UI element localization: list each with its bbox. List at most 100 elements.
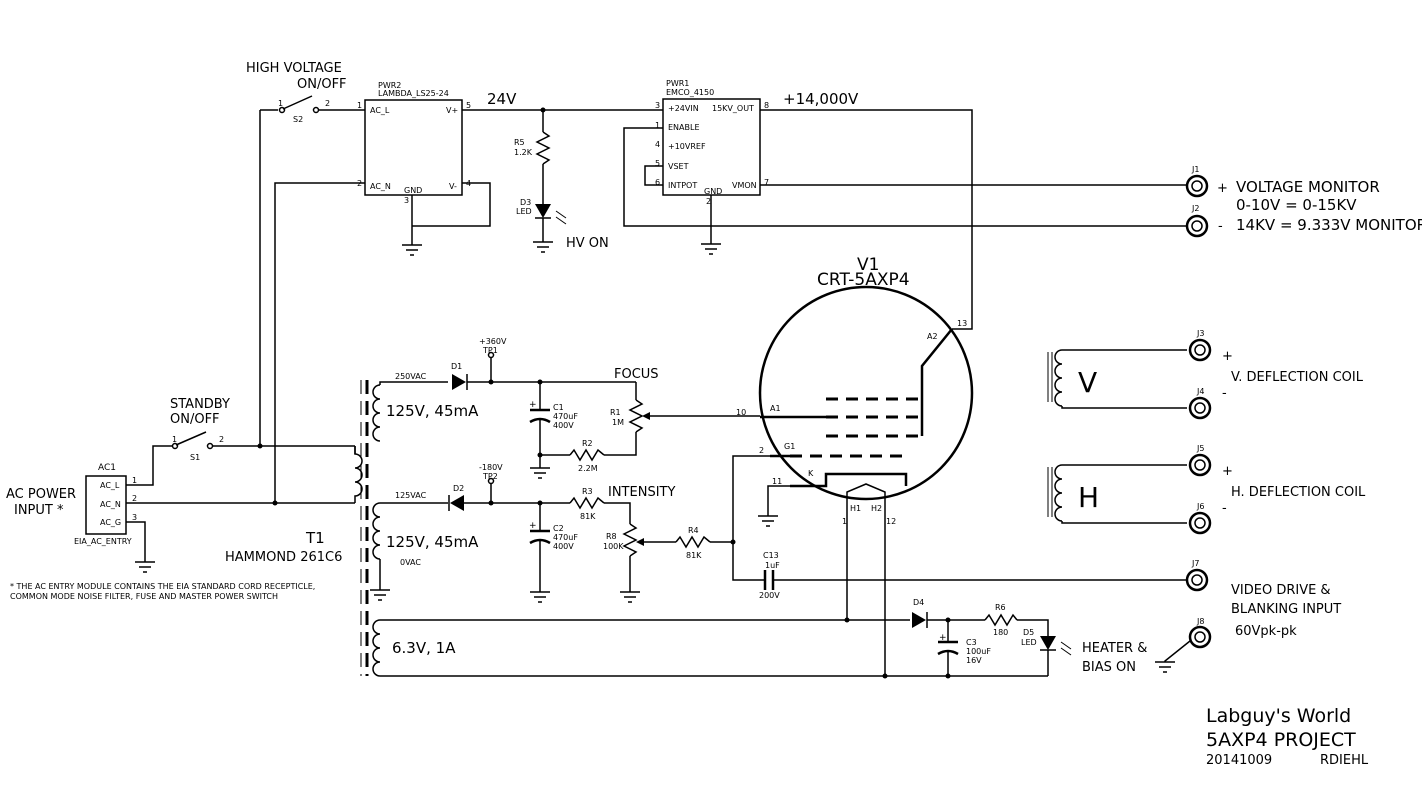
h2-pin: H2	[871, 504, 882, 513]
s2-ref: S2	[293, 115, 303, 124]
v1-part: CRT-5AXP4	[817, 270, 910, 290]
pwr2-pin1: 1	[357, 101, 362, 110]
tap-125vac: 125VAC	[395, 491, 427, 500]
h1-pin: H1	[850, 504, 861, 513]
j8-ref: J8	[1196, 617, 1204, 626]
j5-ref: J5	[1196, 444, 1204, 453]
d2-diode	[448, 495, 464, 511]
d5-ref: D5	[1023, 628, 1034, 637]
pwr1-pin8: 8	[764, 101, 769, 110]
pwr1-enable: ENABLE	[668, 123, 700, 132]
pwr1-pin4: 4	[655, 140, 660, 149]
ac-g-pin: AC_G	[100, 518, 121, 527]
standby-label: STANDBY	[170, 397, 230, 412]
sec3-label: 6.3V, 1A	[392, 639, 456, 657]
tp2-ref: TP2	[482, 472, 498, 481]
j7-video-jack[interactable]	[1185, 568, 1209, 592]
monitor-scale-label: 0-10V = 0-15KV	[1236, 196, 1357, 214]
c3-volt: 16V	[966, 656, 982, 665]
c1-ref: C1	[553, 403, 564, 412]
pwr1-gnd: GND	[704, 187, 722, 196]
title-line2: 5AXP4 PROJECT	[1206, 729, 1356, 751]
s2-pin2: 2	[325, 99, 330, 108]
ac-pin-3: 3	[132, 513, 137, 522]
hv-switch-label: HIGH VOLTAGE	[246, 61, 342, 76]
s2-pin1: 1	[278, 99, 283, 108]
r8-value: 100K	[603, 542, 624, 551]
pwr2-vplus: V+	[446, 106, 458, 115]
r1-value: 1M	[612, 418, 624, 427]
r3-ref: R3	[582, 487, 593, 496]
r2-ref: R2	[582, 439, 593, 448]
d3-led	[535, 204, 567, 225]
v-letter: V	[1078, 366, 1097, 399]
j3-ref: J3	[1196, 329, 1204, 338]
v-deflection-label: V. DEFLECTION COIL	[1231, 370, 1364, 385]
tap-250vac: 250VAC	[395, 372, 427, 381]
pwr1-intpot: INTPOT	[668, 181, 697, 190]
d5-type: LED	[1021, 638, 1037, 647]
r6-ref: R6	[995, 603, 1006, 612]
pwr1-vset: VSET	[668, 162, 689, 171]
j1-plus: +	[1217, 181, 1228, 196]
d3-ref: D3	[520, 198, 531, 207]
sec1-label: 125V, 45mA	[386, 402, 479, 420]
tap-0vac: 0VAC	[400, 558, 421, 567]
pin2: 2	[759, 446, 764, 455]
blanking-input-label: BLANKING INPUT	[1231, 602, 1341, 617]
d1-diode	[452, 374, 468, 390]
pwr1-pin2: 2	[706, 197, 711, 206]
r4-value: 81K	[686, 551, 702, 560]
hv-onoff-label: ON/OFF	[297, 77, 347, 92]
j2-jack[interactable]	[1185, 214, 1209, 238]
ac-input-label: INPUT *	[14, 503, 64, 518]
pwr1-pin1: 1	[655, 121, 660, 130]
hv-on-label: HV ON	[566, 236, 609, 251]
s1-pin2: 2	[219, 435, 224, 444]
pwr1-pin3: 3	[655, 101, 660, 110]
ac-n-pin: AC_N	[100, 500, 121, 509]
j5-plus: +	[1222, 464, 1233, 479]
v1-ref: V1	[857, 255, 879, 275]
h-deflection-label: H. DEFLECTION COIL	[1231, 485, 1366, 500]
heater-bias-label: HEATER &	[1082, 641, 1147, 656]
pin13: 13	[957, 319, 967, 328]
j1-jack[interactable]	[1185, 174, 1209, 198]
pwr2-acn: AC_N	[370, 182, 391, 191]
voltage-monitor-label: VOLTAGE MONITOR	[1236, 178, 1380, 196]
pwr2-vminus: V-	[449, 182, 457, 191]
footnote-line2: COMMON MODE NOISE FILTER, FUSE AND MASTE…	[10, 592, 278, 601]
c2-plus: +	[529, 521, 537, 531]
pwr2-pin3: 3	[404, 196, 409, 205]
ac-pin-2: 2	[132, 494, 137, 503]
video-drive-label: VIDEO DRIVE &	[1231, 583, 1331, 598]
s1-ref: S1	[190, 453, 200, 462]
r3-value: 81K	[580, 512, 596, 521]
pwr1-vmon: VMON	[732, 181, 757, 190]
j2-minus: -	[1218, 219, 1223, 234]
c2-value: 470uF	[553, 533, 578, 542]
pin11: 11	[772, 477, 782, 486]
j3-plus: +	[1222, 349, 1233, 364]
c13-value: 1uF	[765, 561, 780, 570]
transformer-t1: 125V, 45mA 125V, 45mA 6.3V, 1A 250VAC 12…	[225, 372, 479, 677]
j6-ref: J6	[1196, 502, 1204, 511]
focus-label: FOCUS	[614, 367, 659, 382]
ac-power-label: AC POWER	[6, 487, 76, 502]
r6-value: 180	[993, 628, 1008, 637]
pwr1-15kv-out: 15KV_OUT	[712, 104, 754, 113]
ac-pin-1: 1	[132, 476, 137, 485]
pwr2-pin5: 5	[466, 101, 471, 110]
g1-pin: G1	[784, 442, 795, 451]
r2-value: 2.2M	[578, 464, 598, 473]
ac-entry-module: AC1 AC_L AC_N AC_G 1 2 3 EIA_AC_ENTRY AC…	[6, 463, 315, 601]
c3-plus: +	[939, 633, 947, 643]
c13-volt: 200V	[759, 591, 780, 600]
j7-ref: J7	[1191, 559, 1199, 568]
sec2-label: 125V, 45mA	[386, 533, 479, 551]
j8-jack[interactable]	[1188, 625, 1212, 649]
title-author: RDIEHL	[1320, 753, 1369, 768]
video-level-label: 60Vpk-pk	[1235, 624, 1297, 639]
bias-on-label: BIAS ON	[1082, 660, 1136, 675]
